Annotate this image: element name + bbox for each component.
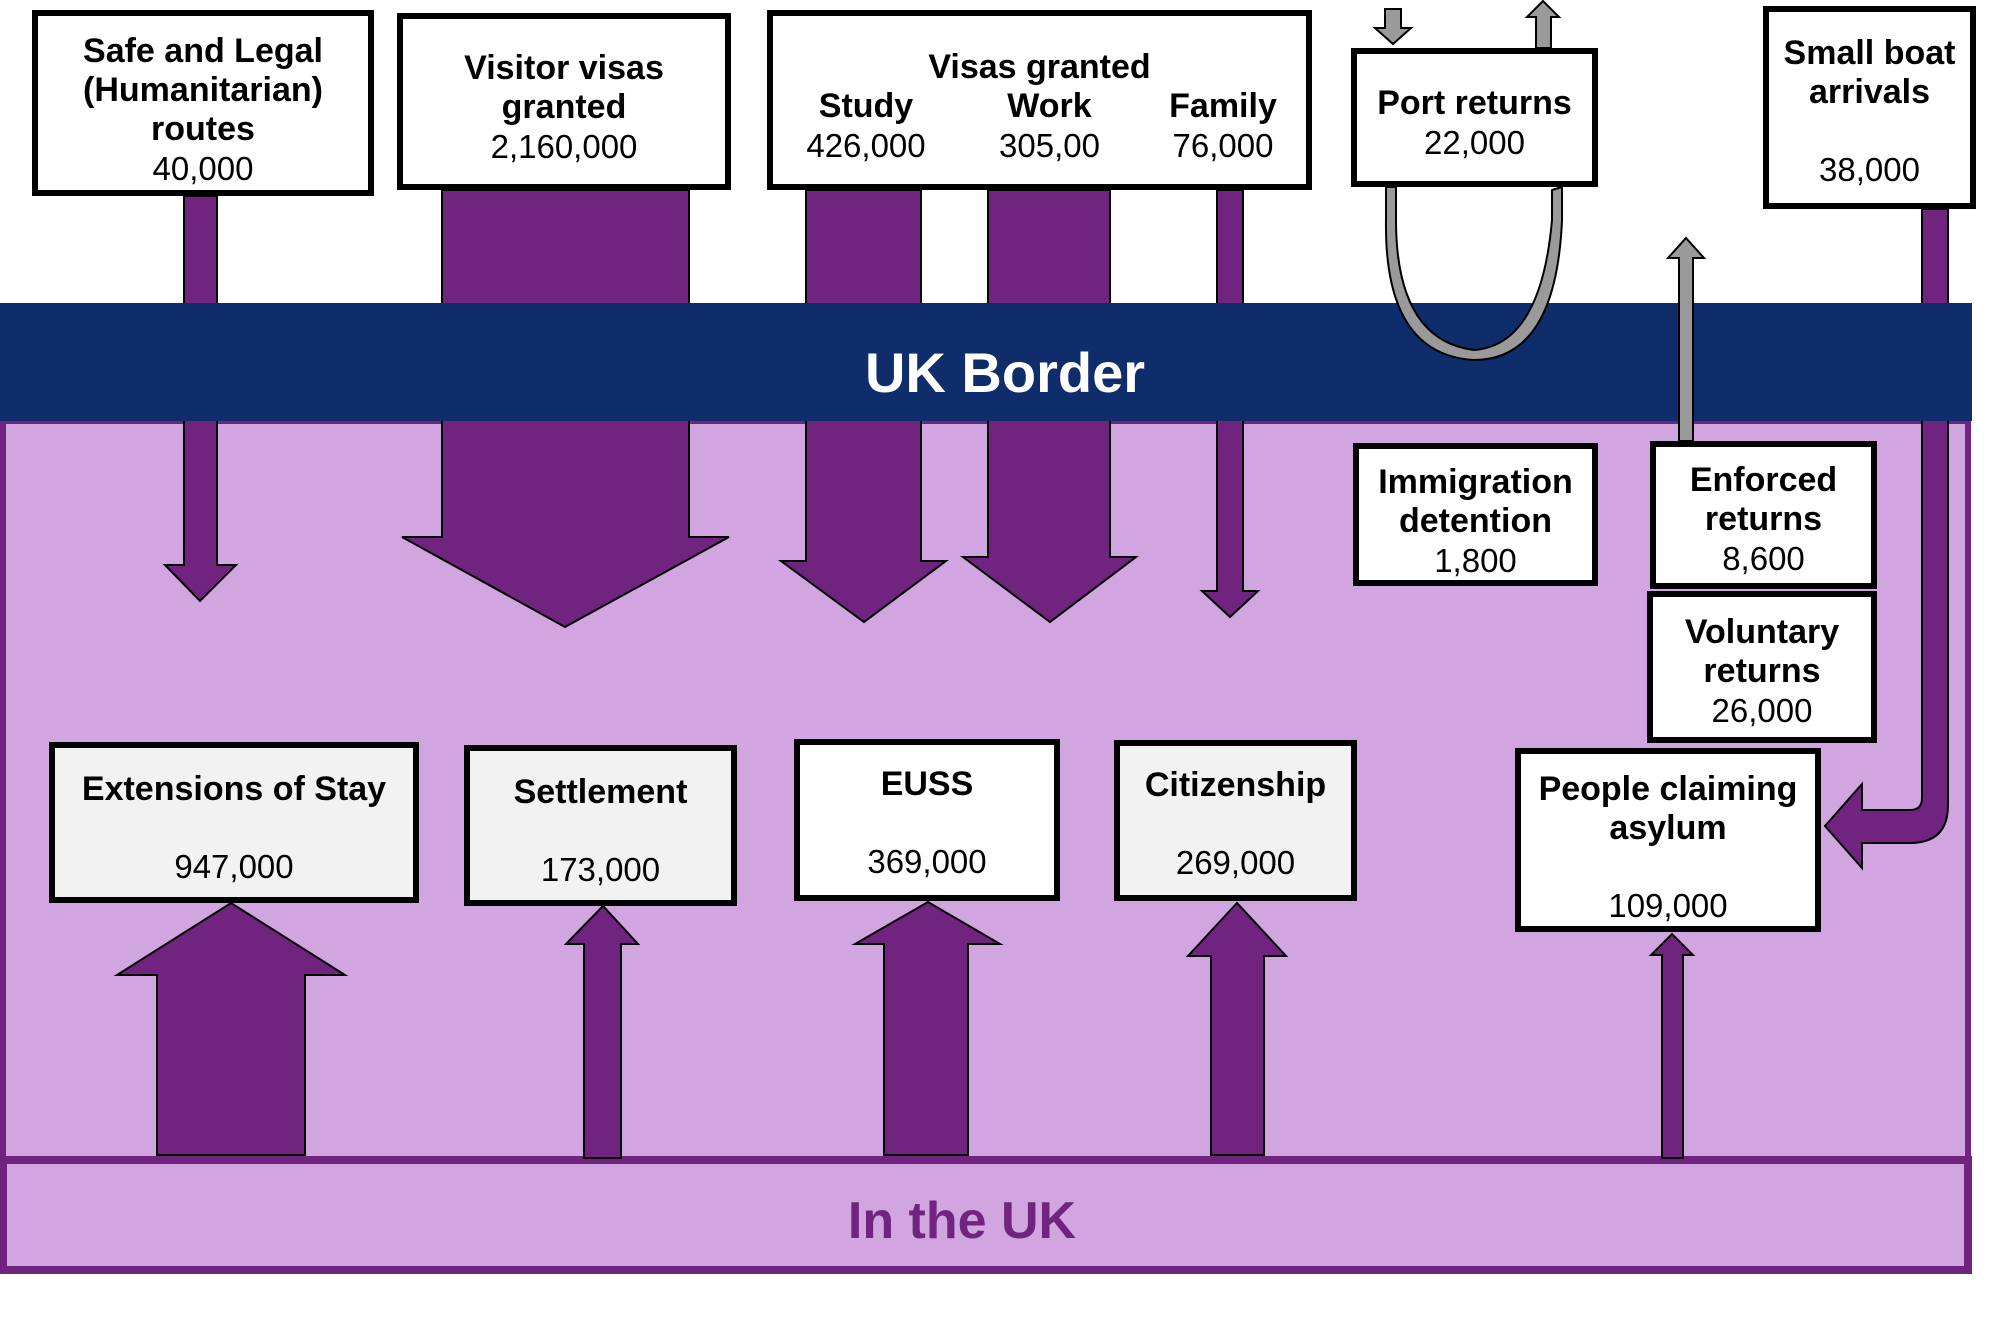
small-boat-label-1: Small boat — [1783, 34, 1956, 72]
visitor-value: 2,160,000 — [490, 128, 638, 165]
visa-study-label: Study — [818, 87, 914, 125]
visa-work-value: 305,00 — [999, 127, 1100, 164]
small-boat-value: 38,000 — [1819, 151, 1920, 188]
port-returns-box[interactable]: Port returns 22,000 — [1351, 48, 1598, 187]
small-boat-box[interactable]: Small boat arrivals 38,000 — [1763, 6, 1976, 209]
visa-family-value: 76,000 — [1172, 127, 1274, 164]
port-returns-label: Port returns — [1377, 84, 1572, 122]
uk-border-band — [0, 303, 1972, 421]
safe-legal-label-2: (Humanitarian) — [83, 71, 323, 109]
enforced-returns-arrow — [1665, 236, 1707, 442]
asylum-box[interactable]: People claiming asylum 109,000 — [1515, 748, 1821, 932]
visitor-label-1: Visitor visas — [464, 49, 664, 87]
safe-legal-box[interactable]: Safe and Legal (Humanitarian) routes 40,… — [32, 10, 374, 196]
visa-study: Study 426,000 — [781, 87, 951, 165]
immigration-detention-box[interactable]: Immigration detention 1,800 — [1353, 443, 1598, 586]
citizenship-label: Citizenship — [1144, 766, 1327, 804]
settlement-value: 173,000 — [540, 851, 661, 888]
visa-study-value: 426,000 — [806, 127, 926, 164]
enforced-returns-box[interactable]: Enforced returns 8,600 — [1650, 441, 1877, 589]
uk-border-label: UK Border — [865, 341, 1145, 404]
enforced-value: 8,600 — [1722, 540, 1805, 577]
visitor-visas-box[interactable]: Visitor visas granted 2,160,000 — [397, 13, 731, 190]
in-the-uk-label: In the UK — [848, 1192, 1077, 1250]
extensions-value: 947,000 — [174, 848, 294, 885]
small-boat-label-2: arrivals — [1809, 73, 1930, 111]
small-boat-arrow — [1823, 208, 1949, 871]
port-in-arrow — [1372, 8, 1414, 46]
detention-value: 1,800 — [1434, 542, 1517, 579]
extensions-label: Extensions of Stay — [81, 770, 387, 808]
euss-label: EUSS — [880, 765, 974, 803]
visas-granted-box[interactable]: Visas granted Study 426,000 Work 305,00 … — [767, 10, 1312, 190]
extensions-arrow — [113, 901, 349, 1156]
extensions-of-stay-box[interactable]: Extensions of Stay 947,000 — [49, 742, 419, 903]
enforced-label-1: Enforced — [1689, 461, 1838, 499]
port-out-arrow — [1524, 0, 1562, 49]
settlement-arrow — [563, 904, 641, 1159]
safe-legal-label-3: routes — [151, 110, 255, 148]
citizenship-arrow — [1185, 901, 1289, 1156]
visa-work: Work 305,00 — [965, 87, 1135, 165]
asylum-value: 109,000 — [1608, 887, 1728, 924]
voluntary-returns-box[interactable]: Voluntary returns 26,000 — [1647, 591, 1877, 743]
port-returns-value: 22,000 — [1424, 124, 1525, 161]
voluntary-label-2: returns — [1703, 652, 1821, 690]
detention-label-2: detention — [1399, 502, 1552, 540]
port-returns-loop — [1384, 185, 1563, 362]
asylum-label-2: asylum — [1609, 809, 1727, 847]
settlement-label: Settlement — [513, 773, 688, 811]
visa-work-label: Work — [1007, 87, 1092, 125]
settlement-box[interactable]: Settlement 173,000 — [464, 745, 737, 906]
citizenship-value: 269,000 — [1175, 844, 1296, 881]
voluntary-value: 26,000 — [1711, 692, 1813, 729]
voluntary-label-1: Voluntary — [1684, 613, 1840, 651]
visa-family: Family 76,000 — [1148, 87, 1298, 165]
visa-family-label: Family — [1169, 87, 1277, 125]
euss-arrow — [851, 900, 1004, 1156]
safe-legal-label-1: Safe and Legal — [83, 32, 323, 70]
in-uk-band — [0, 1156, 1972, 1274]
enforced-label-2: returns — [1704, 500, 1823, 538]
detention-label-1: Immigration — [1378, 463, 1573, 501]
visitor-label-2: granted — [501, 88, 627, 126]
asylum-label-1: People claiming — [1538, 770, 1798, 808]
citizenship-box[interactable]: Citizenship 269,000 — [1114, 740, 1357, 901]
euss-value: 369,000 — [867, 843, 987, 880]
euss-box[interactable]: EUSS 369,000 — [794, 739, 1060, 901]
visas-granted-title: Visas granted — [928, 48, 1151, 86]
safe-legal-value: 40,000 — [152, 150, 254, 187]
asylum-arrow — [1648, 932, 1696, 1159]
